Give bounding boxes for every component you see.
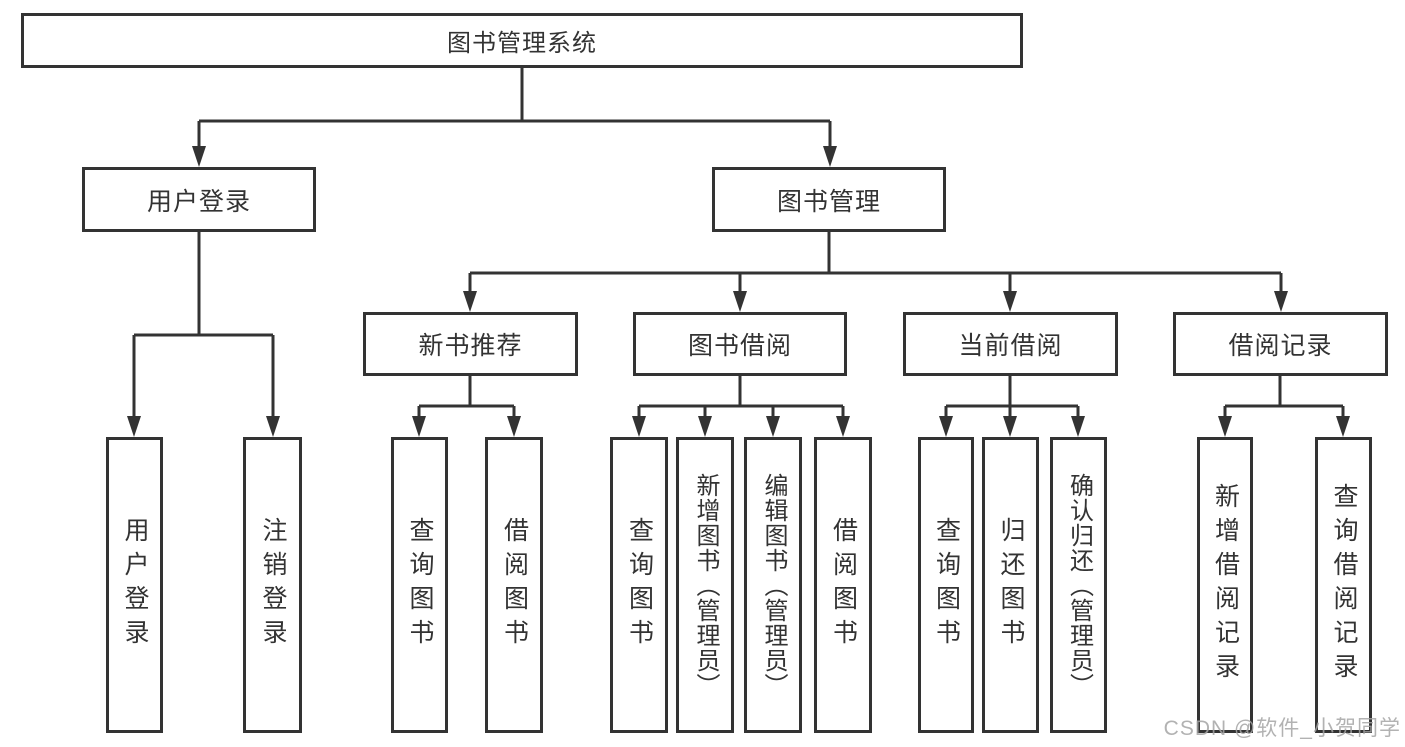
leaf-borrow-query-books: 查询图书: [610, 437, 668, 733]
leaf-user-login: 用户登录: [106, 437, 163, 733]
connector-book-management-to-groups: [463, 232, 1288, 312]
node-root-library-management-system: 图书管理系统: [21, 13, 1023, 68]
node-current-borrow: 当前借阅: [903, 312, 1118, 376]
connector-user-login-to-leaves: [127, 232, 280, 437]
leaf-recommend-borrow-books: 借阅图书: [485, 437, 543, 733]
csdn-watermark: CSDN @软件_小贺同学: [1163, 717, 1401, 740]
connector-new-book-recommend-to-leaves: [412, 376, 521, 437]
node-borrow-records: 借阅记录: [1173, 312, 1388, 376]
leaf-logout: 注销登录: [243, 437, 302, 733]
leaf-recommend-query-books: 查询图书: [391, 437, 448, 733]
connector-book-borrow-to-leaves: [632, 376, 850, 437]
node-book-management-branch: 图书管理: [712, 167, 946, 232]
node-user-login-branch: 用户登录: [82, 167, 316, 232]
leaf-borrow-edit-books-admin: 编辑图书（管理员）: [744, 437, 802, 733]
connector-current-borrow-to-leaves: [939, 376, 1085, 437]
leaf-records-query-borrow-record: 查询借阅记录: [1315, 437, 1372, 733]
leaf-records-add-borrow-record: 新增借阅记录: [1197, 437, 1253, 733]
leaf-current-confirm-return-admin: 确认归还（管理员）: [1050, 437, 1107, 733]
leaf-borrow-borrow-books: 借阅图书: [814, 437, 872, 733]
node-new-book-recommend: 新书推荐: [363, 312, 578, 376]
node-book-borrow: 图书借阅: [633, 312, 847, 376]
connector-root-to-level2: [192, 68, 837, 167]
leaf-current-query-books: 查询图书: [918, 437, 974, 733]
leaf-borrow-add-books-admin: 新增图书（管理员）: [676, 437, 734, 733]
leaf-current-return-books: 归还图书: [982, 437, 1039, 733]
connector-borrow-records-to-leaves: [1218, 376, 1350, 437]
